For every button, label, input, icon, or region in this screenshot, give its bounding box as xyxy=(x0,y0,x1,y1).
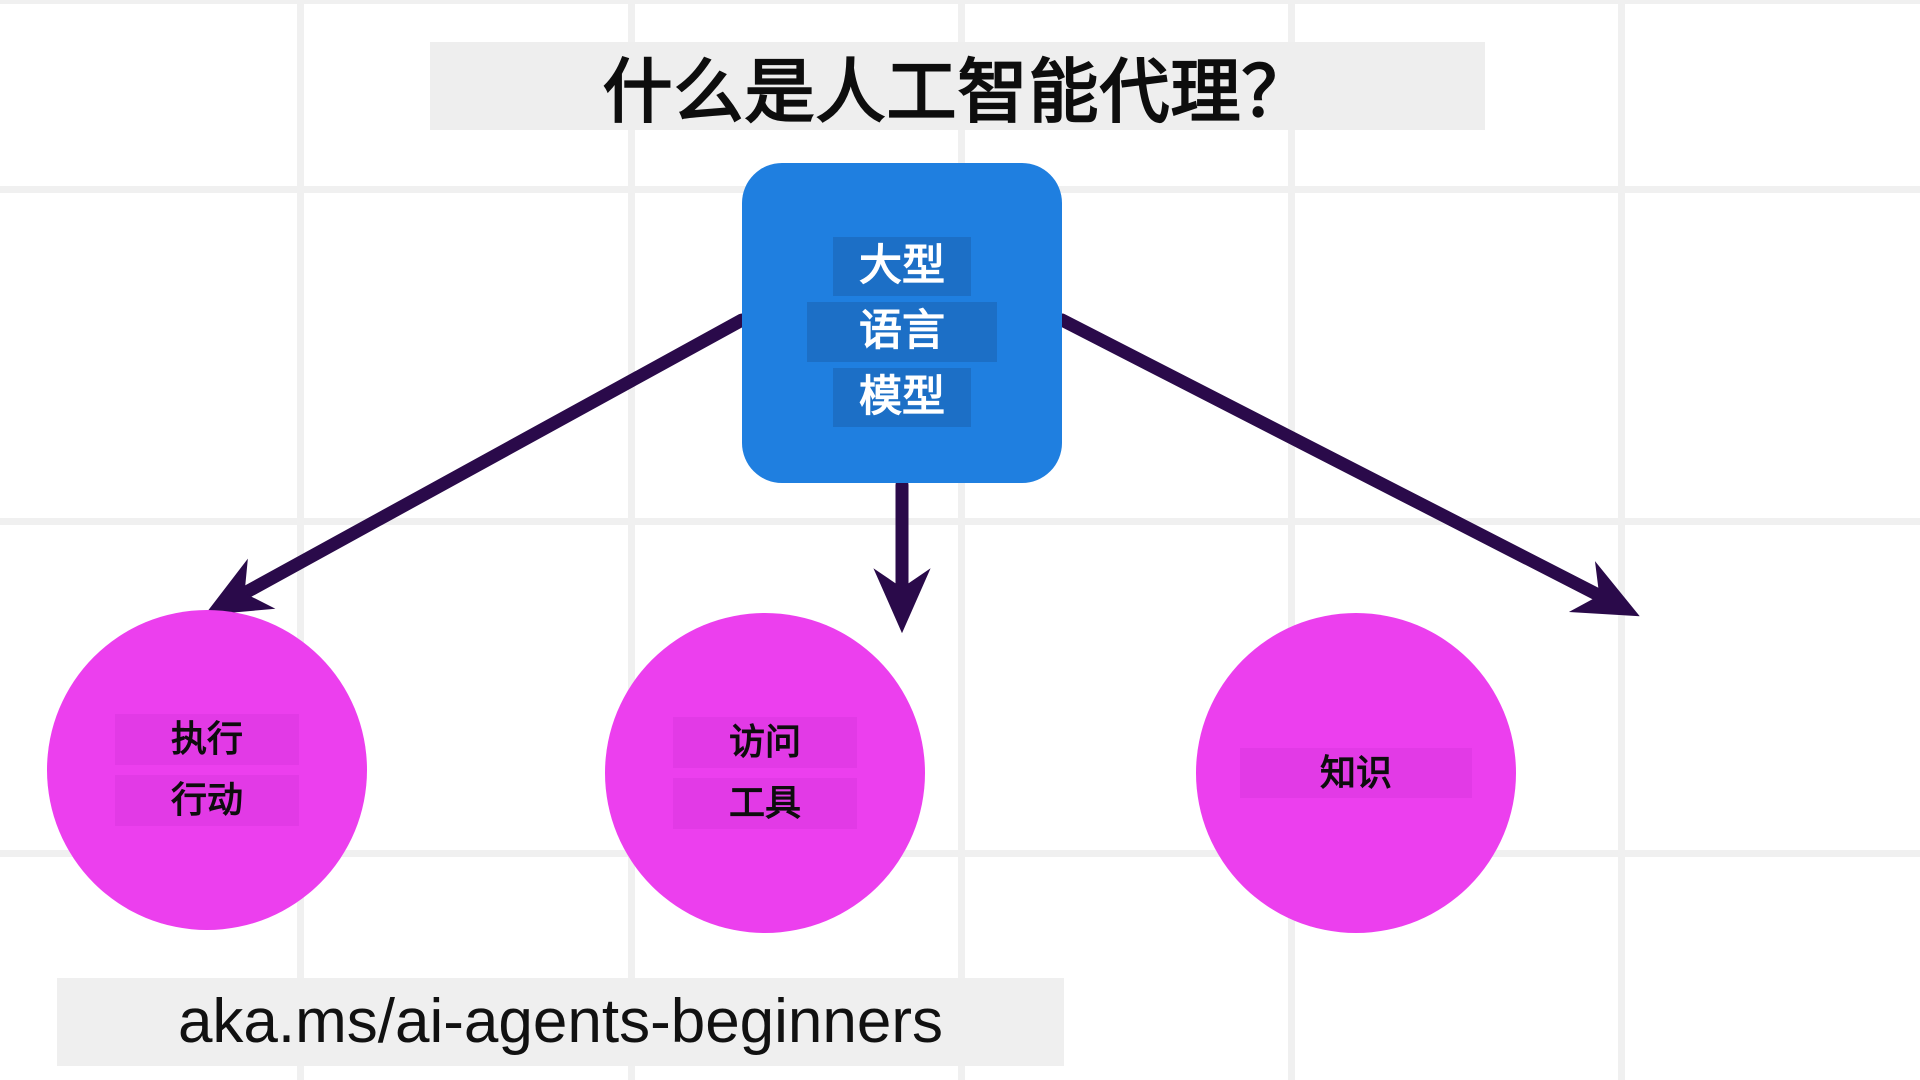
node-llm[interactable]: 大型 语言 模型 xyxy=(742,163,1062,483)
grid-line-horizontal xyxy=(0,0,1920,4)
grid-line-vertical xyxy=(958,0,965,1080)
node-take-action-line-1: 执行 xyxy=(114,714,299,765)
node-knowledge-line-1: 知识 xyxy=(1239,747,1472,799)
page-title: 什么是人工智能代理？ xyxy=(602,52,1313,131)
grid-line-horizontal xyxy=(0,518,1920,525)
footer-url[interactable]: aka.ms/ai-agents-beginners xyxy=(177,986,944,1056)
node-access-tools-line-1: 访问 xyxy=(672,717,857,768)
node-llm-line-2: 语言 xyxy=(807,302,997,362)
grid-line-vertical xyxy=(1618,0,1625,1080)
node-access-tools[interactable]: 访问 工具 xyxy=(605,613,925,933)
node-take-action-line-2: 行动 xyxy=(114,775,299,826)
grid-line-vertical xyxy=(628,0,635,1080)
grid-line-vertical xyxy=(297,0,304,1080)
node-take-action[interactable]: 执行 行动 xyxy=(47,610,367,930)
footer-url-highlight xyxy=(57,978,1064,1066)
node-knowledge[interactable]: 知识 xyxy=(1196,613,1516,933)
edge-llm-to-action xyxy=(204,313,749,616)
node-access-tools-line-2: 工具 xyxy=(672,778,857,829)
node-llm-line-3: 模型 xyxy=(833,367,971,427)
page-title-highlight xyxy=(430,42,1485,130)
node-llm-line-1: 大型 xyxy=(833,237,971,297)
edge-llm-to-knowledge xyxy=(1055,313,1640,617)
